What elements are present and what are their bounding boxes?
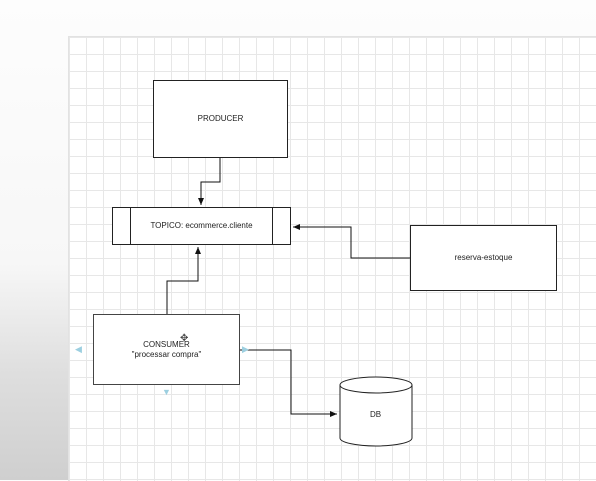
consumer-sublabel: "processar compra" [131, 349, 202, 359]
blue-arrow-hint-icon[interactable]: ▶ [242, 344, 249, 354]
consumer-label: CONSUMER [143, 339, 190, 349]
blue-arrow-hint-icon[interactable]: ◀ [75, 344, 82, 354]
db-node[interactable] [339, 376, 413, 448]
consumer-node[interactable]: CONSUMER "processar compra" ✥ [93, 314, 240, 385]
reserva-estoque-label: reserva-estoque [454, 253, 513, 262]
edge-consumer-topic[interactable] [166, 247, 201, 314]
topic-left-divider [130, 208, 131, 244]
topic-right-divider [272, 208, 273, 244]
reserva-estoque-node[interactable]: reserva-estoque [410, 225, 557, 291]
edge-producer-topic[interactable] [198, 158, 221, 205]
producer-node[interactable]: PRODUCER [153, 80, 288, 158]
topic-label: TOPICO: ecommerce.cliente [150, 221, 253, 230]
blue-arrow-hint-icon[interactable]: ▼ [162, 387, 171, 397]
db-label: DB [369, 410, 382, 419]
edge-consumer-db[interactable] [240, 349, 337, 417]
topic-node[interactable]: TOPICO: ecommerce.cliente [112, 207, 291, 245]
edge-reserva-topic[interactable] [293, 224, 410, 259]
move-icon[interactable]: ✥ [180, 333, 189, 344]
producer-label: PRODUCER [197, 114, 244, 123]
